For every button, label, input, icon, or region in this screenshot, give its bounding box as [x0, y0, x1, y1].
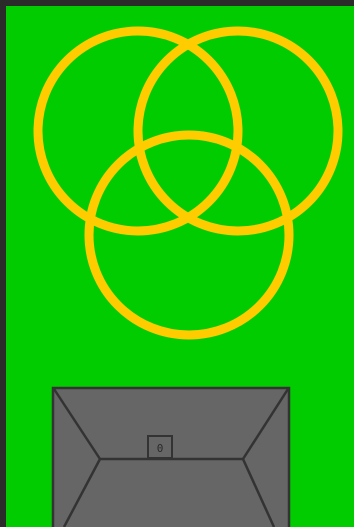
scene-canvas: 0: [6, 6, 354, 527]
bunker-building[interactable]: 0: [53, 388, 289, 527]
grass-field: 0: [6, 6, 354, 527]
hatch-counter: 0: [157, 442, 164, 455]
